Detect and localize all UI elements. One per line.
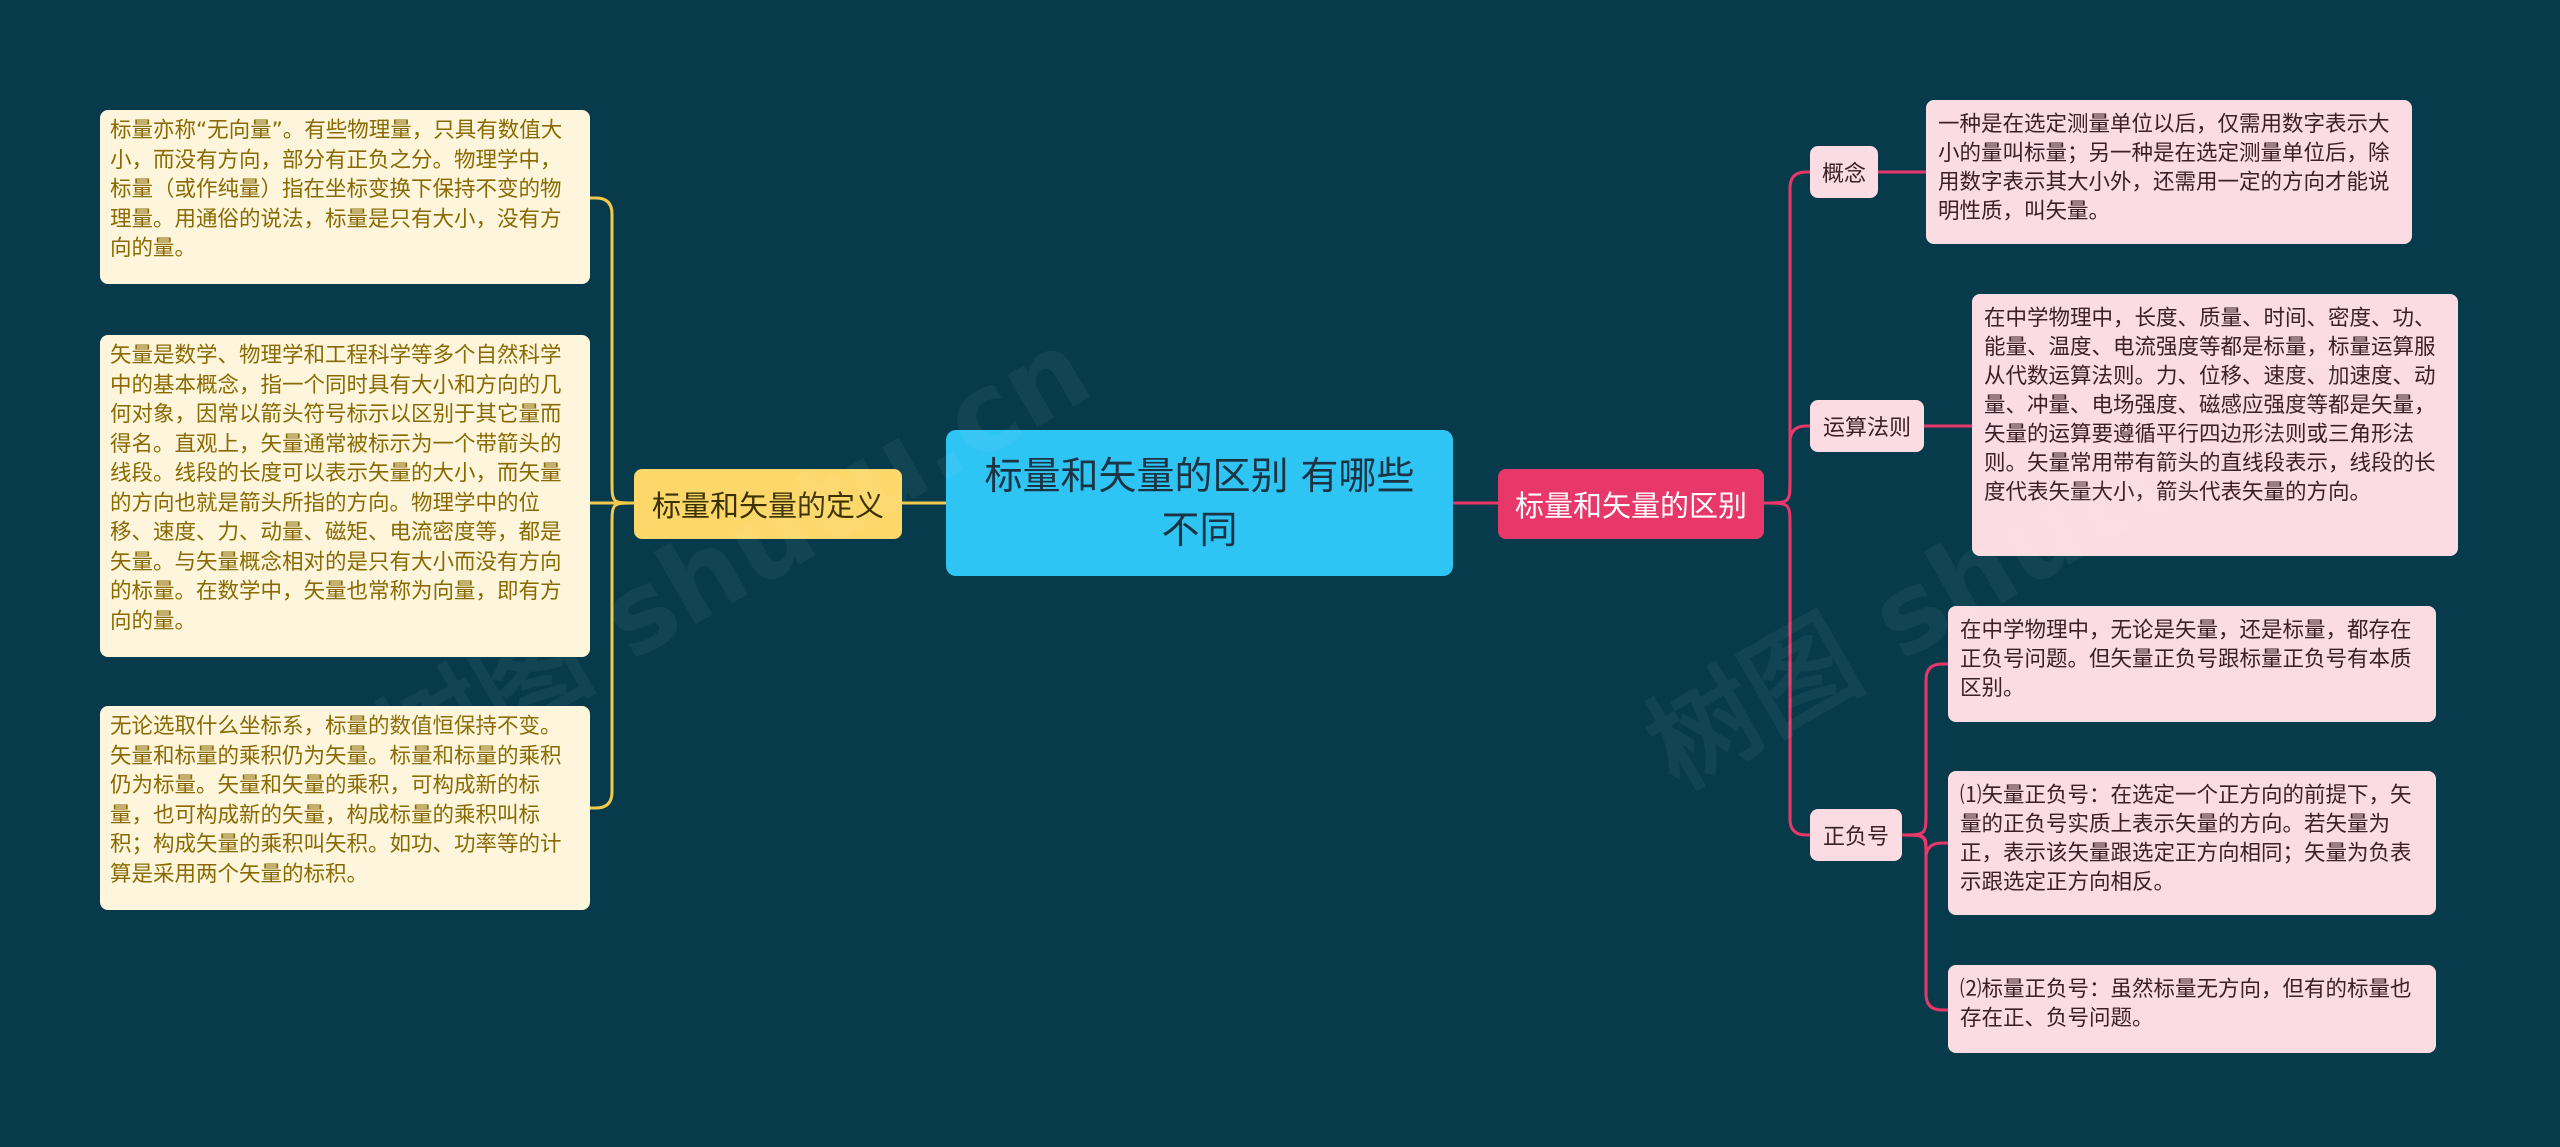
link-left-leaf-1 — [590, 196, 635, 505]
leaf-text: 矢量是数学、物理学和工程科学等多个自然科学中的基本概念，指一个同时具有大小和方向… — [110, 343, 562, 634]
leaf-text: 一种是在选定测量单位以后，仅需用数字表示大小的量叫标量；另一种是在选定测量单位后… — [1938, 112, 2390, 224]
leaf-sign-scalar[interactable]: ⑵标量正负号：虽然标量无方向，但有的标量也存在正、负号问题。 — [1948, 965, 2436, 1053]
sub-operation-rules[interactable]: 运算法则 — [1810, 400, 1924, 452]
link-right-sub-2 — [1763, 424, 1810, 505]
link-left-leaf-3 — [590, 501, 635, 810]
link-sub-3-leaf-3 — [1901, 833, 1948, 1012]
root-topic[interactable]: 标量和矢量的区别 有哪些不同 — [946, 430, 1453, 576]
root-topic-label: 标量和矢量的区别 有哪些不同 — [984, 454, 1415, 552]
branch-definition[interactable]: 标量和矢量的定义 — [634, 469, 902, 539]
branch-definition-label: 标量和矢量的定义 — [651, 489, 884, 523]
link-right-sub-1 — [1763, 170, 1810, 505]
link-sub-3-leaf-1 — [1901, 662, 1948, 837]
leaf-text: ⑵标量正负号：虽然标量无方向，但有的标量也存在正、负号问题。 — [1960, 977, 2412, 1031]
leaf-scalar-definition[interactable]: 标量亦称“无向量”。有些物理量，只具有数值大小，而没有方向，部分有正负之分。物理… — [100, 110, 590, 284]
sub-sign-label: 正负号 — [1822, 825, 1889, 850]
sub-concept-label: 概念 — [1821, 162, 1866, 187]
leaf-text: 在中学物理中，长度、质量、时间、密度、功、能量、温度、电流强度等都是标量，标量运… — [1984, 306, 2436, 505]
leaf-products[interactable]: 无论选取什么坐标系，标量的数值恒保持不变。矢量和标量的乘积仍为矢量。标量和标量的… — [100, 706, 590, 910]
leaf-concept-text[interactable]: 一种是在选定测量单位以后，仅需用数字表示大小的量叫标量；另一种是在选定测量单位后… — [1926, 100, 2412, 244]
leaf-text: 在中学物理中，无论是矢量，还是标量，都存在正负号问题。但矢量正负号跟标量正负号有… — [1960, 618, 2412, 701]
leaf-sign-intro[interactable]: 在中学物理中，无论是矢量，还是标量，都存在正负号问题。但矢量正负号跟标量正负号有… — [1948, 606, 2436, 722]
sub-operation-rules-label: 运算法则 — [1822, 416, 1911, 441]
leaf-text: 标量亦称“无向量”。有些物理量，只具有数值大小，而没有方向，部分有正负之分。物理… — [110, 118, 563, 261]
branch-difference-label: 标量和矢量的区别 — [1514, 489, 1747, 523]
leaf-text: ⑴矢量正负号：在选定一个正方向的前提下，矢量的正负号实质上表示矢量的方向。若矢量… — [1960, 783, 2412, 895]
leaf-sign-vector[interactable]: ⑴矢量正负号：在选定一个正方向的前提下，矢量的正负号实质上表示矢量的方向。若矢量… — [1948, 771, 2436, 915]
leaf-vector-definition[interactable]: 矢量是数学、物理学和工程科学等多个自然科学中的基本概念，指一个同时具有大小和方向… — [100, 335, 590, 657]
sub-sign[interactable]: 正负号 — [1810, 809, 1902, 861]
branch-difference[interactable]: 标量和矢量的区别 — [1498, 469, 1764, 539]
link-right-sub-3 — [1763, 501, 1810, 837]
leaf-operation-text[interactable]: 在中学物理中，长度、质量、时间、密度、功、能量、温度、电流强度等都是标量，标量运… — [1972, 294, 2458, 556]
sub-concept[interactable]: 概念 — [1810, 146, 1878, 198]
leaf-text: 无论选取什么坐标系，标量的数值恒保持不变。矢量和标量的乘积仍为矢量。标量和标量的… — [110, 714, 562, 887]
